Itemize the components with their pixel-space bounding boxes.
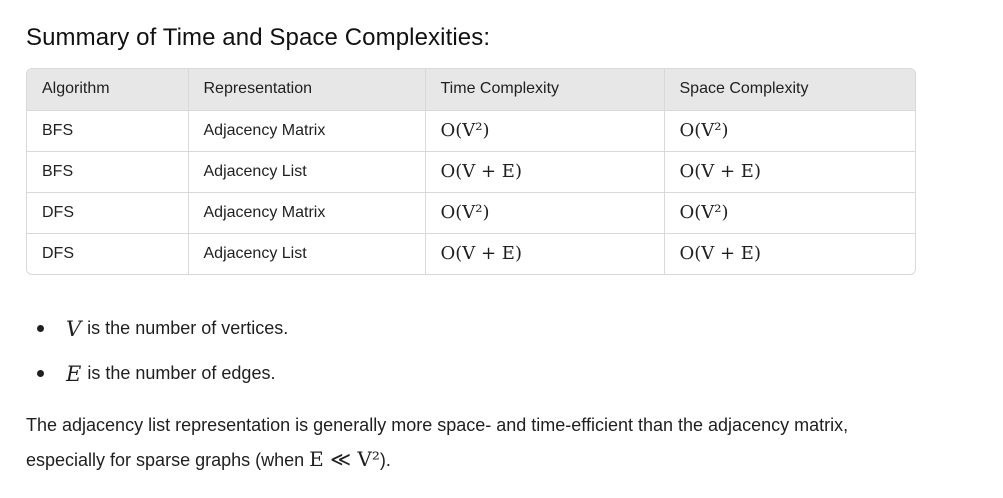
paragraph-text-before: The adjacency list representation is gen… [26, 415, 849, 470]
complexity-table: Algorithm Representation Time Complexity… [26, 68, 916, 275]
cell-representation: Adjacency Matrix [188, 110, 426, 152]
cell-representation: Adjacency List [188, 151, 426, 193]
paragraph-text-after: ). [379, 450, 391, 470]
cell-representation: Adjacency List [188, 233, 426, 274]
cell-time-complexity: O(V²) [425, 110, 665, 152]
cell-space-complexity: O(V + E) [679, 243, 761, 265]
summary-paragraph: The adjacency list representation is gen… [26, 408, 926, 477]
table-row: BFS Adjacency List O(V + E) O(V + E) [27, 151, 915, 193]
math-variable: V [66, 316, 82, 341]
inline-math-expression: E ≪ V² [309, 447, 380, 471]
definition-list: V is the number of vertices. E is the nu… [26, 306, 288, 396]
table-header-row: Algorithm Representation Time Complexity… [27, 69, 915, 111]
cell-space-complexity: O(V²) [664, 110, 915, 152]
cell-space-complexity: O(V + E) [664, 151, 915, 193]
bullet-dot-icon [37, 370, 44, 377]
table-row: DFS Adjacency List O(V + E) O(V + E) [27, 233, 915, 274]
list-item-text: is the number of vertices. [87, 318, 289, 338]
section-heading: Summary of Time and Space Complexities: [26, 24, 491, 51]
cell-time-complexity: O(V + E) [425, 151, 665, 193]
cell-time-complexity: O(V²) [425, 192, 665, 234]
cell-algorithm: BFS [27, 151, 189, 193]
cell-representation: Adjacency Matrix [188, 192, 426, 234]
table-row: BFS Adjacency Matrix O(V²) O(V²) [27, 110, 915, 152]
complexity-table-grid: Algorithm Representation Time Complexity… [27, 69, 915, 274]
table-row: DFS Adjacency Matrix O(V²) O(V²) [27, 192, 915, 234]
bullet-dot-icon [37, 325, 44, 332]
cell-algorithm: DFS [27, 192, 189, 234]
math-variable: E [66, 361, 82, 386]
header-algorithm: Algorithm [27, 69, 189, 111]
cell-algorithm: DFS [27, 233, 189, 274]
header-representation: Representation [188, 69, 426, 111]
list-item: V is the number of vertices. [26, 306, 288, 351]
header-time-complexity: Time Complexity [425, 69, 665, 111]
cell-time-complexity: O(V + E) [425, 233, 665, 274]
header-space-complexity: Space Complexity [664, 69, 915, 111]
list-item-text: is the number of edges. [87, 363, 276, 383]
cell-algorithm: BFS [27, 110, 189, 152]
cell-space-complexity: O(V²) [664, 192, 915, 234]
list-item: E is the number of edges. [26, 351, 288, 396]
